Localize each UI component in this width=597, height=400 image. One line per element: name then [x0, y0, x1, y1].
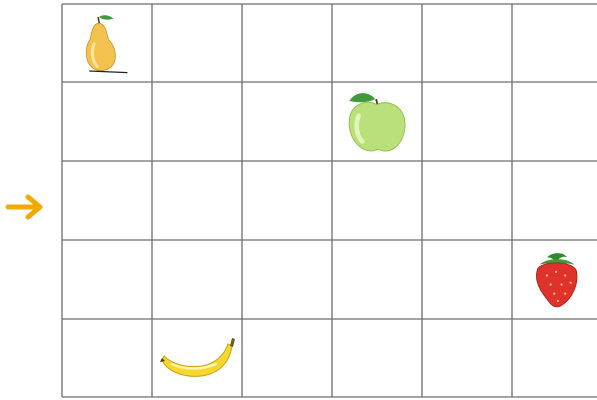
grid-lines — [62, 4, 597, 397]
apple-icon — [349, 93, 405, 151]
pear-icon — [86, 15, 127, 72]
fruit-grid — [61, 3, 597, 398]
banana-icon — [160, 338, 235, 376]
strawberry-icon — [537, 253, 577, 307]
arrow-right-icon — [4, 192, 48, 222]
